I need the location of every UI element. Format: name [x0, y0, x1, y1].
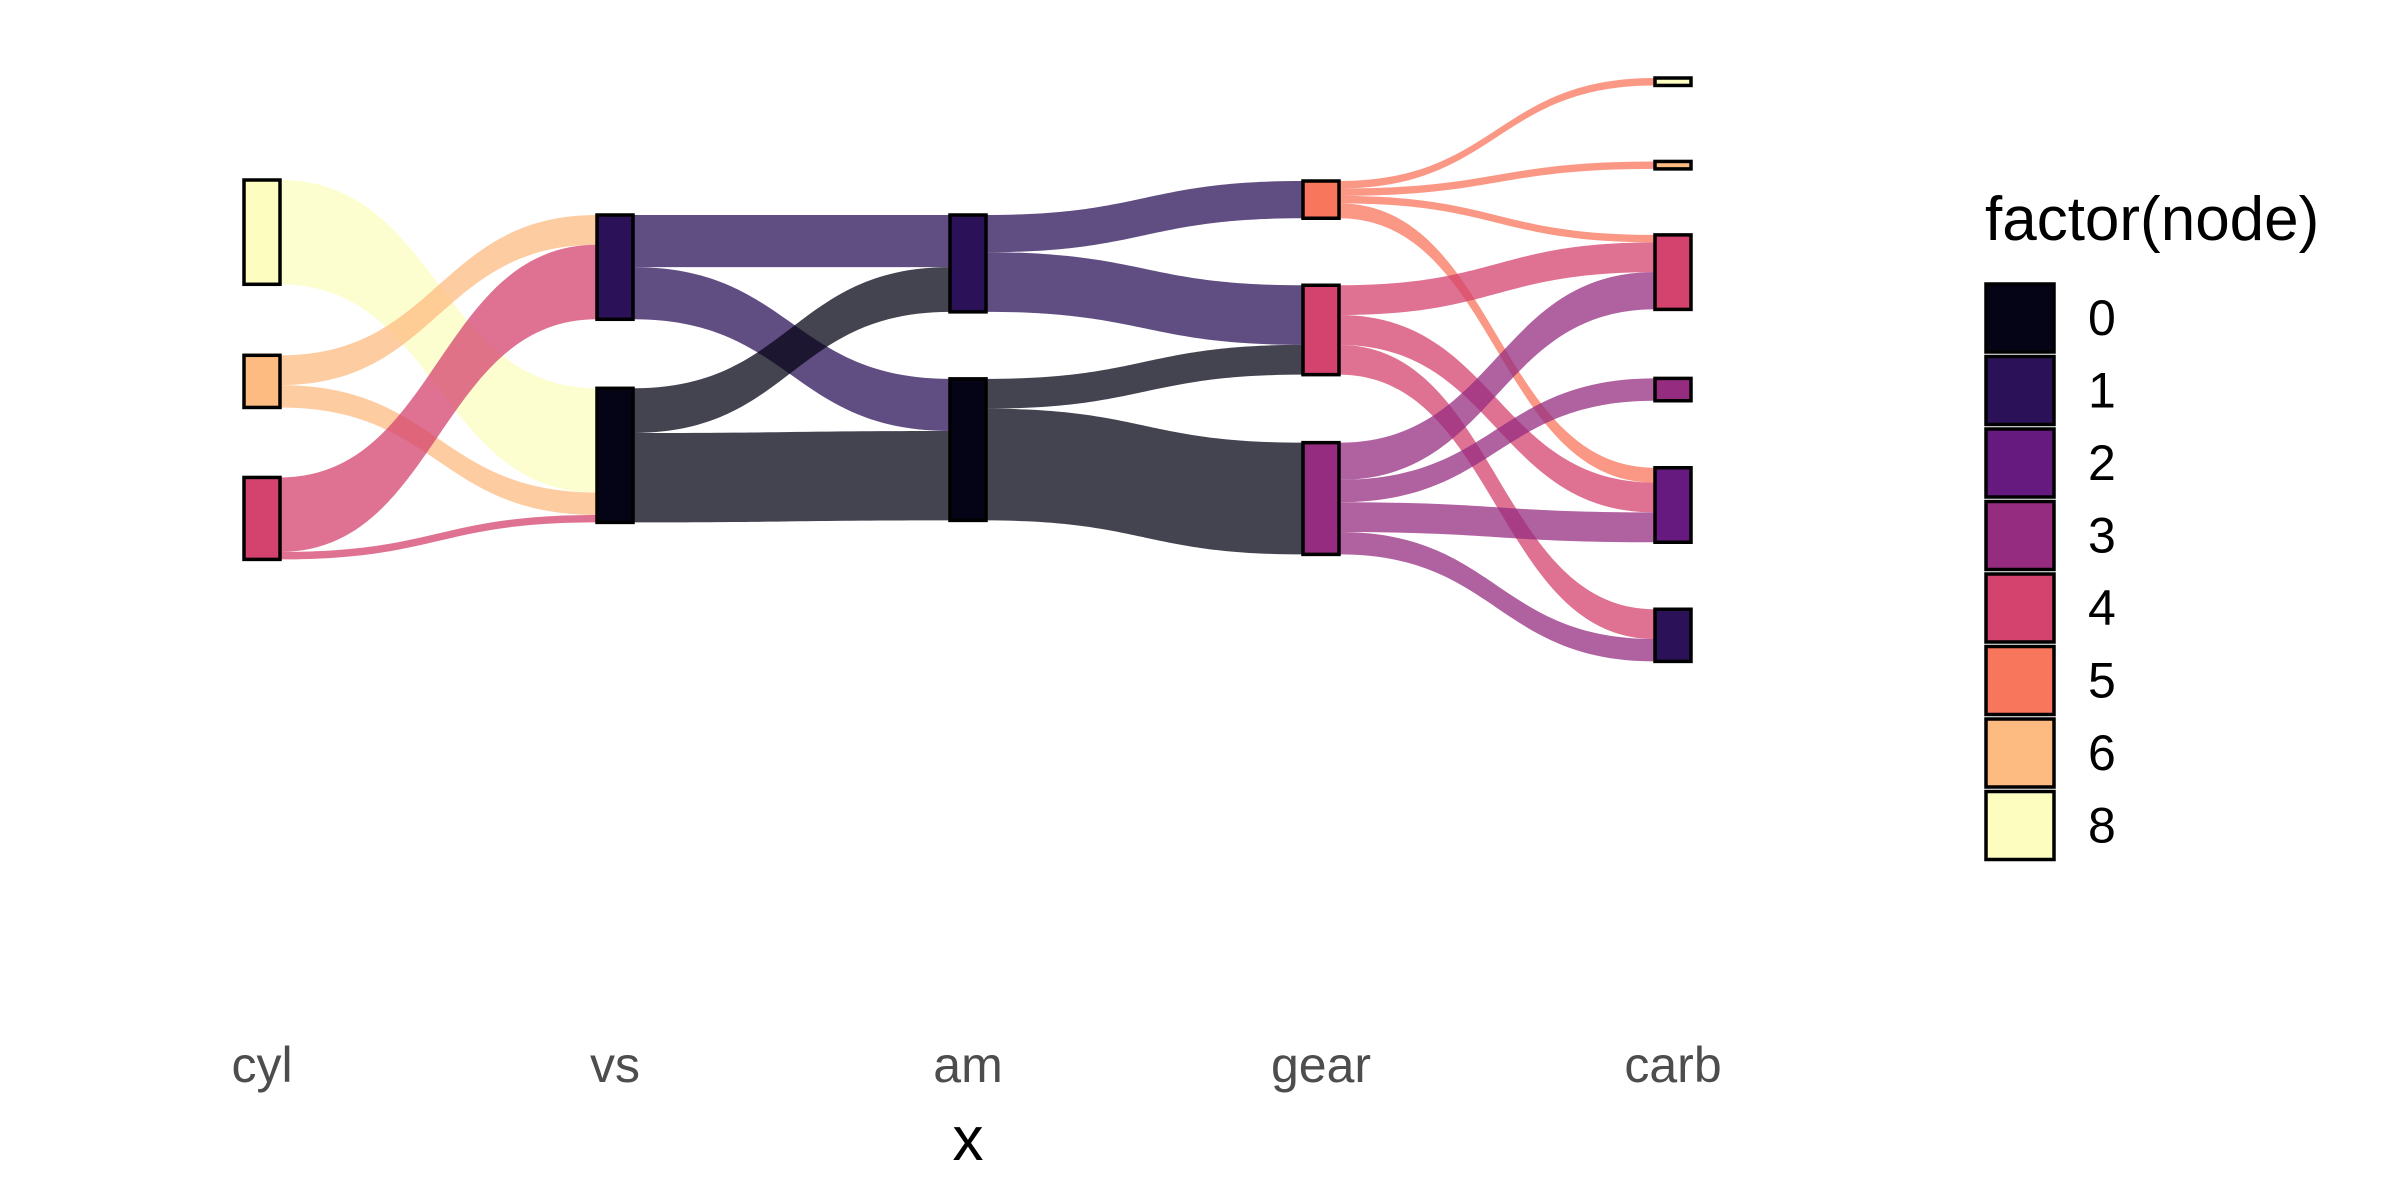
legend-key-4	[1984, 572, 2056, 644]
node-carb-8	[1653, 76, 1693, 88]
x-tick-label-vs: vs	[590, 1037, 640, 1093]
x-axis-title: x	[953, 1105, 984, 1174]
flow-cyl-6-to-vs-0	[280, 385, 597, 515]
legend-label-2: 2	[2088, 435, 2116, 491]
flow-gear-3-to-carb-3	[1339, 378, 1655, 503]
legend-label-6: 6	[2088, 725, 2116, 781]
node-carb-6	[1653, 159, 1693, 171]
flow-layer	[280, 78, 1655, 662]
x-tick-label-gear: gear	[1271, 1037, 1371, 1093]
x-tick-label-cyl: cyl	[231, 1037, 292, 1093]
node-carb-3	[1653, 376, 1693, 403]
legend-label-5: 5	[2088, 653, 2116, 709]
flow-gear-3-to-carb-1	[1339, 532, 1655, 662]
legend-label-8: 8	[2088, 798, 2116, 854]
flow-am-1-to-gear-5	[986, 181, 1303, 253]
node-cyl-8	[242, 178, 282, 287]
x-axis-tick-labels: cyl vs am gear carb	[231, 1037, 1721, 1093]
flow-am-0-to-gear-4	[986, 344, 1303, 409]
flow-am-0-to-gear-3	[986, 408, 1303, 555]
flow-cyl-4-to-vs-1	[280, 244, 597, 552]
legend: factor(node) 0 1 2 3 4 5 6 8	[1984, 185, 2319, 862]
node-vs-1	[595, 213, 635, 322]
legend-items: 0 1 2 3 4 5 6 8	[1984, 282, 2116, 862]
flow-gear-5-to-carb-8	[1339, 78, 1655, 189]
flow-vs-1-to-am-1	[633, 215, 950, 268]
node-cyl-6	[242, 353, 282, 410]
legend-key-2	[1984, 427, 2056, 499]
legend-key-1	[1984, 354, 2056, 427]
legend-key-6	[1984, 717, 2056, 789]
flow-cyl-4-to-vs-0	[280, 514, 597, 560]
flow-gear-4-to-carb-1	[1339, 344, 1655, 640]
node-carb-2	[1653, 466, 1693, 544]
node-carb-1	[1653, 607, 1693, 664]
flow-gear-5-to-carb-4	[1339, 195, 1655, 243]
flow-cyl-6-to-vs-1	[280, 215, 597, 386]
legend-label-4: 4	[2088, 580, 2116, 636]
flow-gear-3-to-carb-4	[1339, 272, 1655, 480]
legend-key-0	[1984, 282, 2056, 354]
legend-key-5	[1984, 644, 2056, 717]
node-vs-0	[595, 386, 635, 525]
flow-vs-0-to-am-0	[633, 431, 950, 523]
flow-gear-4-to-carb-4	[1339, 242, 1655, 316]
node-am-0	[948, 377, 988, 523]
node-gear-3	[1301, 440, 1341, 557]
node-cyl-4	[242, 475, 282, 562]
node-carb-4	[1653, 233, 1693, 312]
flow-am-1-to-gear-4	[986, 252, 1303, 345]
legend-title: factor(node)	[1985, 185, 2319, 254]
legend-key-8	[1984, 789, 2056, 862]
node-layer	[242, 76, 1693, 664]
x-tick-label-am: am	[933, 1037, 1002, 1093]
flow-gear-5-to-carb-6	[1339, 161, 1655, 196]
legend-label-3: 3	[2088, 508, 2116, 564]
legend-key-3	[1984, 499, 2056, 572]
flow-vs-0-to-am-1	[633, 267, 950, 433]
flow-cyl-8-to-vs-0	[280, 180, 597, 493]
flow-gear-3-to-carb-2	[1339, 502, 1655, 543]
legend-label-0: 0	[2088, 290, 2116, 346]
node-gear-5	[1301, 179, 1341, 220]
node-am-1	[948, 213, 988, 314]
flow-gear-4-to-carb-2	[1339, 315, 1655, 513]
node-gear-4	[1301, 283, 1341, 377]
legend-label-1: 1	[2088, 363, 2116, 419]
x-tick-label-carb: carb	[1624, 1037, 1721, 1093]
flow-gear-5-to-carb-2	[1339, 203, 1655, 483]
